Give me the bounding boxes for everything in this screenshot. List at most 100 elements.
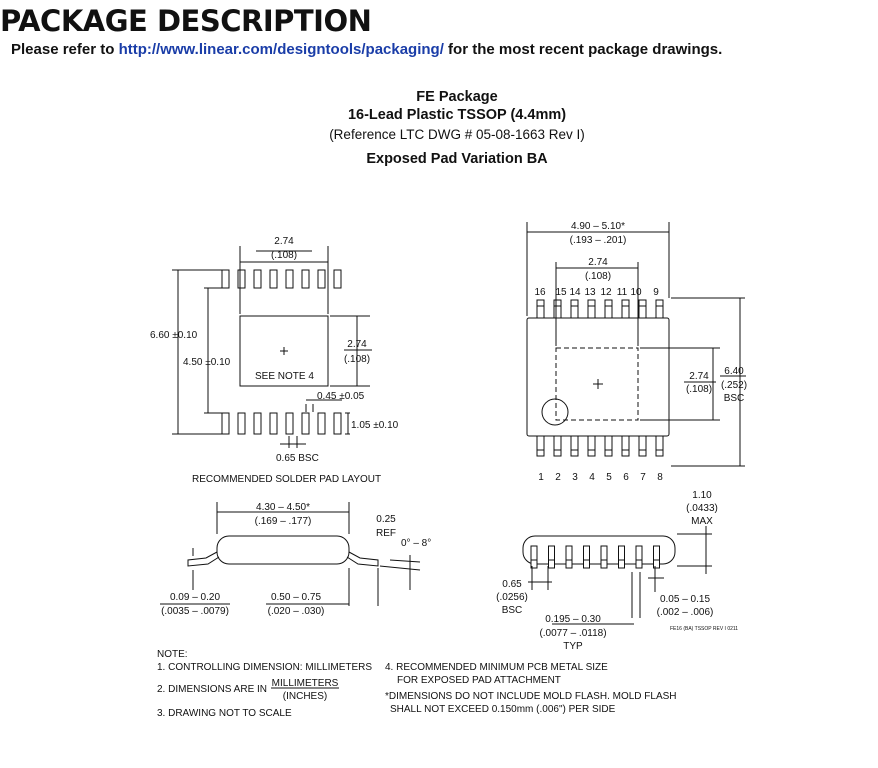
package-pin [587,435,596,457]
package-pin [638,299,647,319]
package-pin [570,299,579,319]
see-note-label: SEE NOTE 4 [255,371,314,382]
solder-overall-dim: 6.60 ±0.10 [150,330,198,341]
pin-number-bottom: 4 [589,472,595,483]
refer-prefix: Please refer to [11,41,119,58]
page-title: PACKAGE DESCRIPTION [0,4,372,38]
side-view [160,502,421,606]
note-5b: SHALL NOT EXCEED 0.150mm (.006") PER SID… [390,704,616,715]
end-lead [618,545,625,569]
end-lead [583,545,590,569]
side-pad-mm: 2.74 [689,371,709,382]
solder-pad [301,269,310,289]
solder-pad [301,412,310,435]
foot-length-in: (.020 – .030) [268,606,325,617]
pin-number-top: 15 [555,287,567,298]
package-pin [638,435,647,457]
pin-number-bottom: 7 [640,472,646,483]
lead-width-end-in: (.0077 – .0118) [539,628,606,639]
solder-pad [237,412,246,435]
side-body-outline [216,535,350,565]
solder-pad [285,269,294,289]
note-4a: 4. RECOMMENDED MINIMUM PCB METAL SIZE [385,662,608,673]
ref-value: 0.25 [376,514,396,525]
pin-number-bottom: 8 [657,472,663,483]
solder-pad-layout [172,246,372,448]
package-pin [621,299,630,319]
pin-number-top: 9 [653,287,659,298]
solder-pad [253,412,262,435]
end-view [522,526,712,625]
solder-pad [285,412,294,435]
body-length-mm: 4.90 – 5.10* [571,221,625,232]
solder-pad [221,412,230,435]
note-5a: *DIMENSIONS DO NOT INCLUDE MOLD FLASH. M… [385,691,677,702]
body-length-in: (.193 – .201) [570,235,627,246]
solder-pad [333,269,342,289]
top-view [526,222,746,467]
side-body-mm: 4.30 – 4.50* [256,502,310,513]
solder-pad [333,412,342,435]
solder-pad [253,269,262,289]
note-4b: FOR EXPOSED PAD ATTACHMENT [397,675,561,686]
lead-width-typ: TYP [563,641,583,652]
package-pin [553,299,562,319]
end-lead [600,545,608,569]
pin-number-bottom: 6 [623,472,629,483]
lead-length-dim: 1.05 ±0.10 [351,420,399,431]
solder-pad [237,269,246,289]
note-1: 1. CONTROLLING DIMENSION: MILLIMETERS [157,662,372,673]
end-lead [565,545,573,569]
package-pin [570,435,579,457]
solder-pad [317,269,326,289]
body-width-bsc: BSC [724,393,745,404]
lead-thickness-mm: 0.09 – 0.20 [170,592,220,603]
height-mm: 1.10 [692,490,712,501]
solder-pad [269,412,278,435]
drawing-id: FE16 (BA) TSSOP REV I 0211 [670,626,738,632]
height-max: MAX [691,516,713,527]
package-type: 16-Lead Plastic TSSOP (4.4mm) [347,107,567,123]
pin-number-bottom: 1 [538,472,544,483]
pin-number-bottom: 5 [606,472,612,483]
foot-length-mm: 0.50 – 0.75 [271,592,321,603]
package-pin [655,299,664,319]
packaging-link[interactable]: http://www.linear.com/designtools/packag… [118,41,444,58]
note-2-denominator: (INCHES) [283,691,327,702]
solder-pad [317,412,326,435]
package-pin [604,435,613,457]
exposed-pad-outline [239,315,329,387]
end-pitch-in: (.0256) [496,592,528,603]
pin-number-top: 13 [584,287,596,298]
package-variation: Exposed Pad Variation BA [366,151,548,167]
body-width-mm: 6.40 [724,366,744,377]
note-2-prefix: 2. DIMENSIONS ARE IN [157,684,267,695]
lead-angle: 0° – 8° [401,538,431,549]
standoff-mm: 0.05 – 0.15 [660,594,710,605]
package-pin [587,299,596,319]
end-lead [653,545,660,569]
pin-number-top: 14 [569,287,581,298]
pin-number-bottom: 2 [555,472,561,483]
package-reference: (Reference LTC DWG # 05-08-1663 Rev I) [329,127,585,142]
end-lead [530,545,538,569]
solder-layout-caption: RECOMMENDED SOLDER PAD LAYOUT [192,474,381,485]
lead-thickness-in: (.0035 – .0079) [161,606,229,617]
package-body-outline [526,317,670,437]
end-lead [548,545,555,569]
end-pitch-mm: 0.65 [502,579,522,590]
note-2-numerator: MILLIMETERS [272,678,339,689]
pitch-dim: 0.65 BSC [276,453,319,464]
lead-width-end-mm: 0.195 – 0.30 [545,614,601,625]
refer-suffix: for the most recent package drawings. [443,41,723,58]
package-name: FE Package [416,89,498,105]
height-in: (.0433) [686,503,718,514]
pin-number-top: 10 [630,287,642,298]
pin-number-top: 11 [617,287,628,298]
package-pin [553,435,562,457]
pin-number-top: 16 [534,287,546,298]
end-body-outline [522,535,676,565]
solder-inner-dim: 4.50 ±0.10 [183,357,231,368]
top-pad-in: (.108) [585,271,611,282]
